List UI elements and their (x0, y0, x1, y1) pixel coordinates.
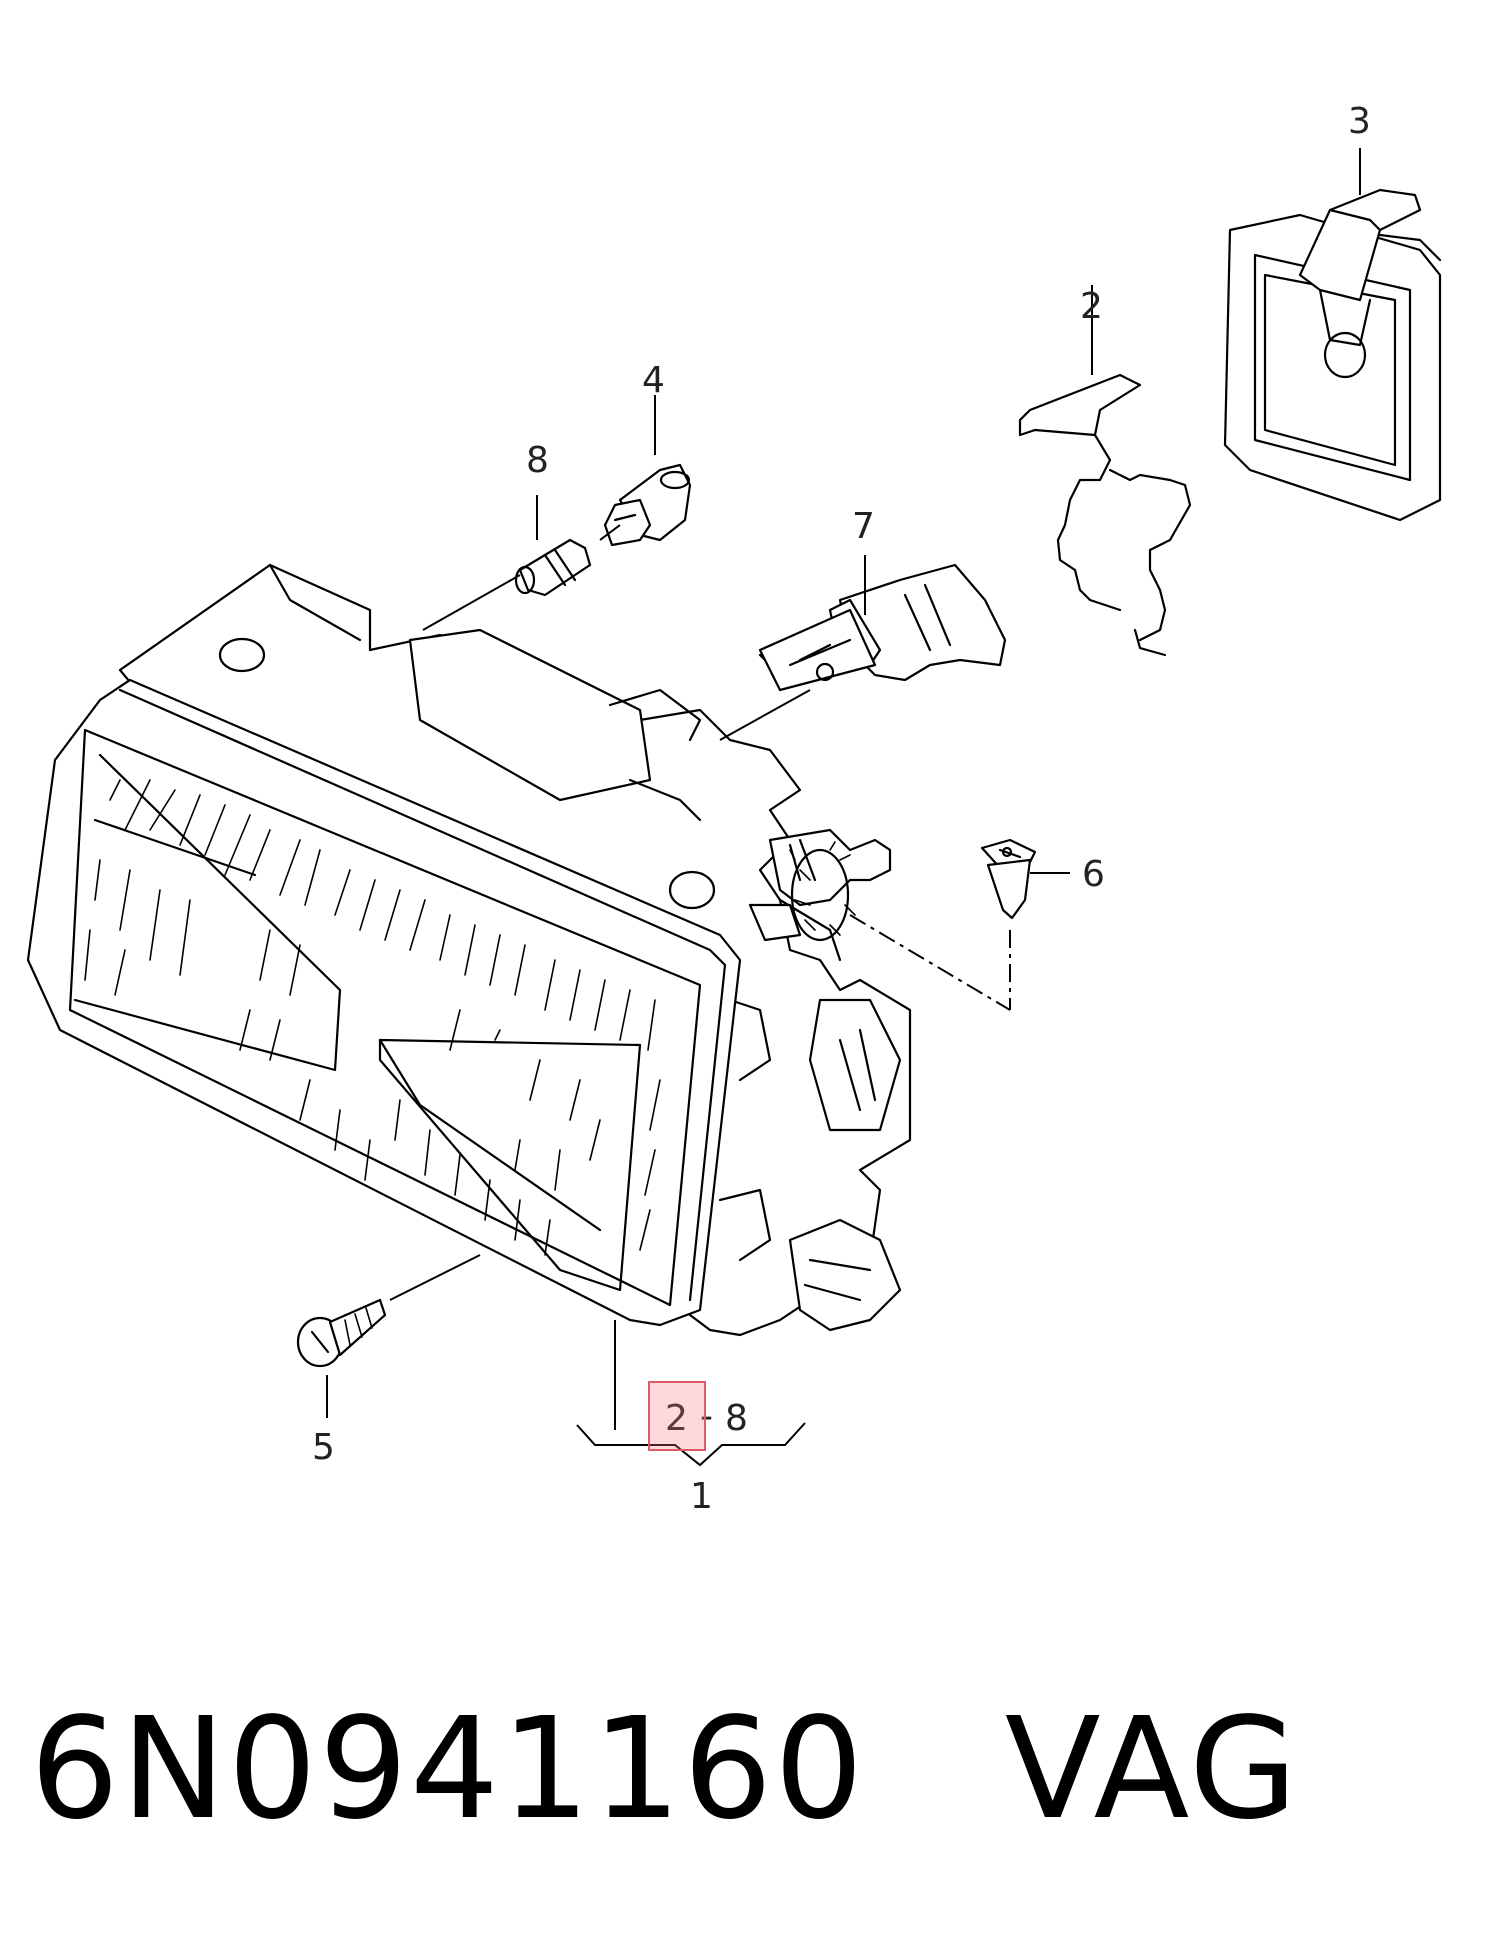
callout-2-top: 2 (1080, 286, 1103, 327)
callout-1: 1 (690, 1476, 713, 1517)
part-8-wedge-bulb (514, 538, 592, 597)
callout-3: 3 (1348, 101, 1371, 142)
part-5-screw (296, 1298, 387, 1368)
leader-lines (326, 148, 1361, 1467)
part-3-bulb-cover (1223, 188, 1442, 522)
part-number: 6N0941160 (30, 1688, 866, 1851)
headlight-lens (26, 678, 742, 1327)
callout-5: 5 (312, 1427, 335, 1468)
part-4-bulb-socket (603, 463, 692, 547)
brand: VAG (1004, 1688, 1300, 1851)
callout-2-range-start: 2 (665, 1398, 688, 1439)
callout-8-range-end: 8 (725, 1398, 748, 1439)
callout-labels: 3 2 4 8 7 6 5 2 - 8 1 (312, 101, 1371, 1517)
callout-range-dash: - (700, 1396, 713, 1437)
part-6-plastic-clip (980, 838, 1037, 920)
mid-bulb-socket (748, 828, 892, 942)
part-2-spring-clip (1018, 373, 1192, 657)
part-number-caption: 6N0941160 VAG (30, 1700, 1299, 1840)
callout-4: 4 (642, 360, 665, 401)
highlight-box (648, 1381, 706, 1451)
callout-8-top: 8 (526, 440, 549, 481)
callout-6: 6 (1082, 854, 1105, 895)
callout-7: 7 (852, 506, 875, 547)
part-7-halogen-bulb (758, 563, 1007, 692)
